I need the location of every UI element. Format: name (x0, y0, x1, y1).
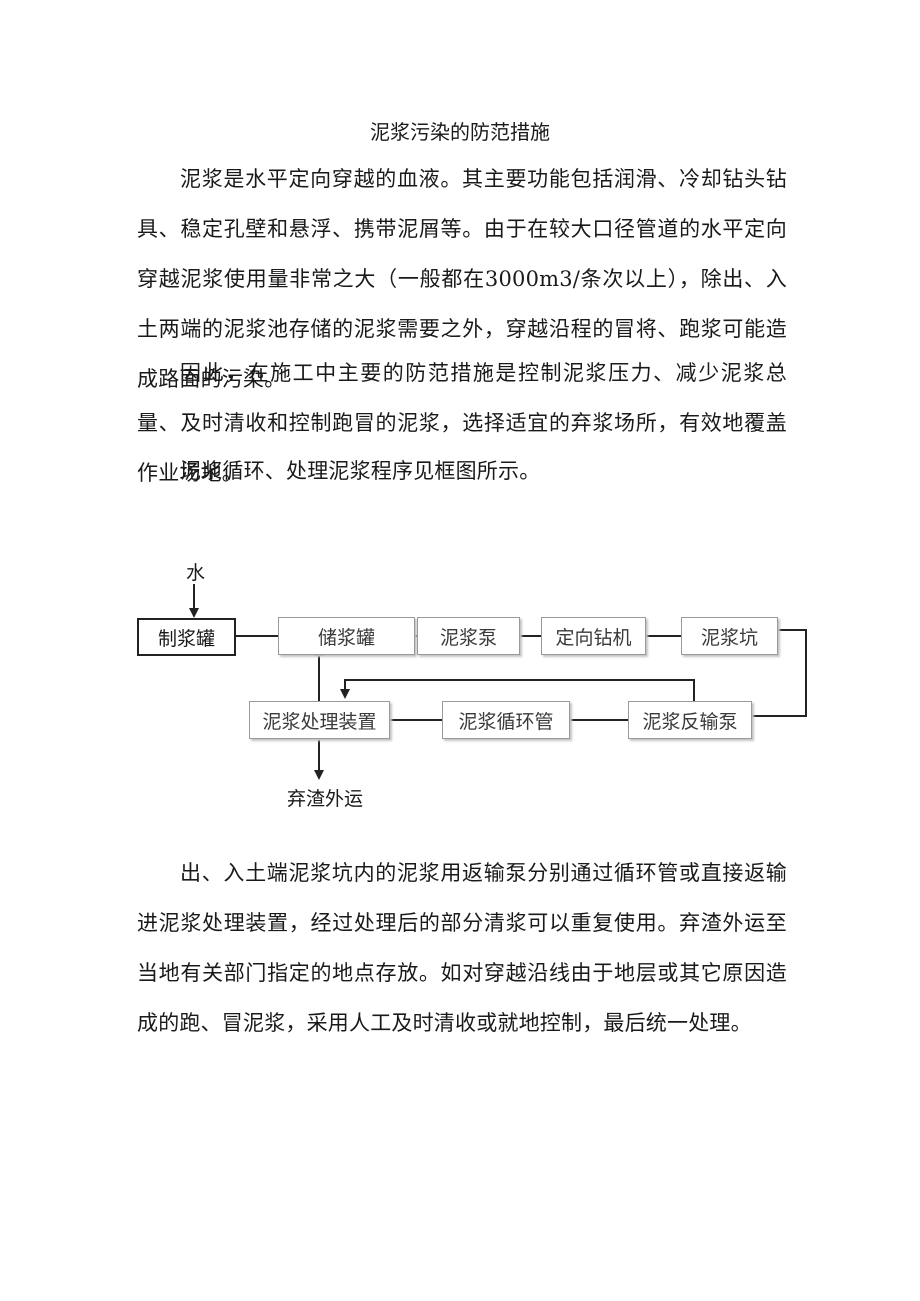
node-treatment-unit: 泥浆处理装置 (249, 701, 390, 739)
paragraph-flowchart-intro: 泥浆循环、处理泥浆程序见框图所示。 (180, 459, 541, 483)
paragraph-treatment-process: 出、入土端泥浆坑内的泥浆用返输泵分别通过循环管或直接返输进泥浆处理装置，经过处理… (137, 861, 787, 1035)
node-storage-tank: 储浆罐 (278, 617, 415, 655)
waste-removal-label: 弃渣外运 (287, 788, 364, 810)
node-drilling-rig: 定向钻机 (541, 617, 646, 655)
node-mixing-tank: 制浆罐 (137, 618, 236, 656)
node-mud-pit: 泥浆坑 (681, 617, 778, 655)
node-mud-pump: 泥浆泵 (417, 617, 520, 655)
paragraph-mud-function: 泥浆是水平定向穿越的血液。其主要功能包括润滑、冷却钻头钻具、稳定孔壁和悬浮、携带… (137, 167, 787, 391)
paragraph-prevention-measures: 因此，在施工中主要的防范措施是控制泥浆压力、减少泥浆总量、及时清收和控制跑冒的泥… (137, 361, 787, 485)
direct-return-loop (340, 679, 695, 701)
node-return-pump: 泥浆反输泵 (628, 701, 752, 739)
document-title: 泥浆污染的防范措施 (370, 120, 550, 144)
water-label: 水 (186, 562, 206, 584)
node-circulation-pipe: 泥浆循环管 (442, 701, 570, 739)
